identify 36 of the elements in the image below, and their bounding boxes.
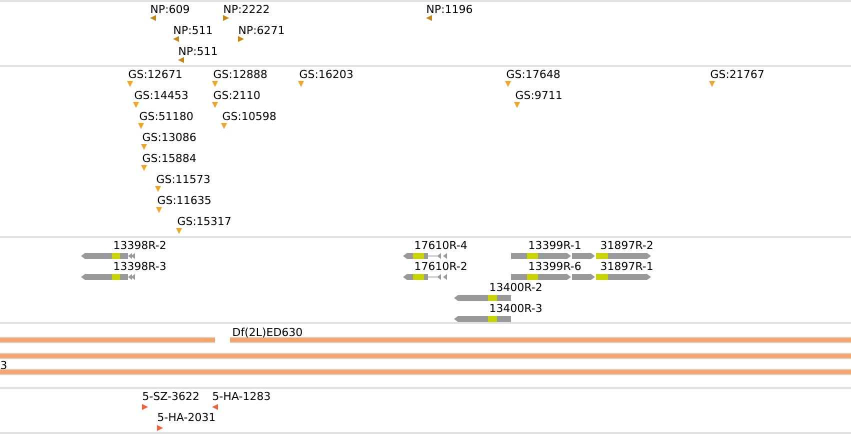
feature-label: NP:2222: [224, 4, 269, 13]
feature-label: GS:9711: [516, 90, 562, 100]
feature-label: 31897R-2: [601, 240, 652, 250]
feature-label: GS:51180: [140, 112, 193, 120]
feature-label: 3: [1, 360, 6, 370]
feature-label: GS:2110: [214, 90, 260, 100]
feature-label: NP:609: [151, 4, 189, 14]
feature-label: GS:11635: [158, 196, 210, 204]
feature-label: GS:14453: [134, 90, 188, 100]
feature-label: 17610R-4: [415, 240, 467, 250]
feature-label: GS:11573: [156, 174, 210, 184]
feature-label: 31897R-1: [601, 262, 652, 270]
feature-label: 5-SZ-3622: [143, 392, 198, 400]
feature-label: 13398R-3: [114, 262, 166, 270]
feature-label: NP:6271: [239, 26, 284, 34]
feature-label: 13400R-3: [490, 304, 542, 312]
feature-label: GS:21767: [710, 70, 764, 78]
feature-label: GS:12888: [214, 70, 267, 78]
feature-label: 17610R-2: [415, 262, 466, 270]
feature-label: GS:17648: [506, 70, 560, 78]
feature-label: GS:12671: [128, 70, 182, 78]
feature-label: NP:1196: [427, 4, 472, 14]
feature-label: Df(2L)ED630: [233, 328, 302, 338]
feature-label: NP:511: [179, 46, 217, 56]
feature-label: 13399R-6: [529, 262, 581, 270]
feature-label: 13399R-1: [529, 240, 580, 250]
feature-label: GS:16203: [300, 70, 353, 78]
feature-label: 5-HA-1283: [213, 392, 270, 400]
feature-label: NP:511: [174, 26, 212, 34]
feature-label: 5-HA-2031: [158, 412, 215, 422]
feature-label: GS:15317: [178, 216, 230, 226]
feature-label: 13398R-2: [114, 240, 166, 250]
feature-label: 13400R-2: [490, 282, 542, 292]
feature-label: GS:13086: [142, 132, 196, 142]
feature-label: GS:10598: [222, 112, 276, 120]
feature-label: GS:15884: [142, 154, 196, 162]
